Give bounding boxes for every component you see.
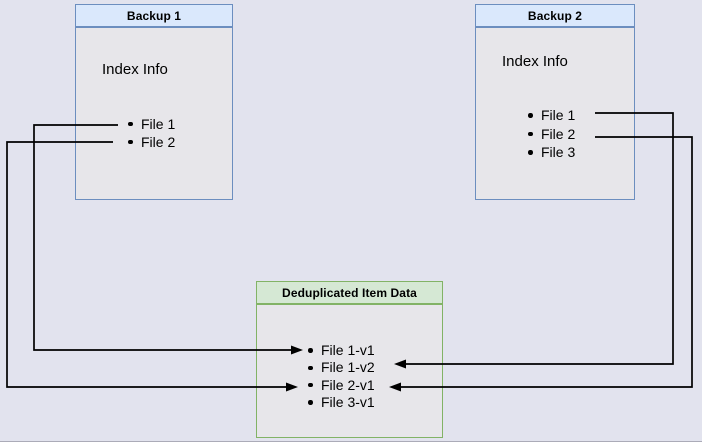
- deduplicated-item-data-title: Deduplicated Item Data: [257, 282, 442, 305]
- backup2-box: Backup 2 Index Info File 1 File 2 File 3: [475, 4, 635, 200]
- backup2-file1-item: File 1: [528, 106, 575, 125]
- dedup-file1v1-item: File 1-v1: [308, 342, 375, 359]
- backup2-file3-item: File 3: [528, 143, 575, 162]
- backup2-file-list: File 1 File 2 File 3: [528, 106, 575, 162]
- window-bottom-edge: [0, 440, 702, 442]
- backup2-index-info-label: Index Info: [502, 53, 568, 70]
- dedup-file3v1-item: File 3-v1: [308, 394, 375, 411]
- backup1-file2-item: File 2: [128, 133, 175, 151]
- backup2-file2-item: File 2: [528, 125, 575, 144]
- backup1-file1-item: File 1: [128, 115, 175, 133]
- backup1-title: Backup 1: [76, 5, 232, 28]
- backup1-box: Backup 1 Index Info File 1 File 2: [75, 4, 233, 200]
- dedup-file-list: File 1-v1 File 1-v2 File 2-v1 File 3-v1: [308, 342, 375, 411]
- backup1-index-info-label: Index Info: [102, 61, 168, 78]
- backup1-file-list: File 1 File 2: [128, 115, 175, 151]
- deduplicated-item-data-box: Deduplicated Item Data File 1-v1 File 1-…: [256, 281, 443, 438]
- backup2-title: Backup 2: [476, 5, 634, 28]
- dedup-file1v2-item: File 1-v2: [308, 359, 375, 376]
- dedup-file2v1-item: File 2-v1: [308, 377, 375, 394]
